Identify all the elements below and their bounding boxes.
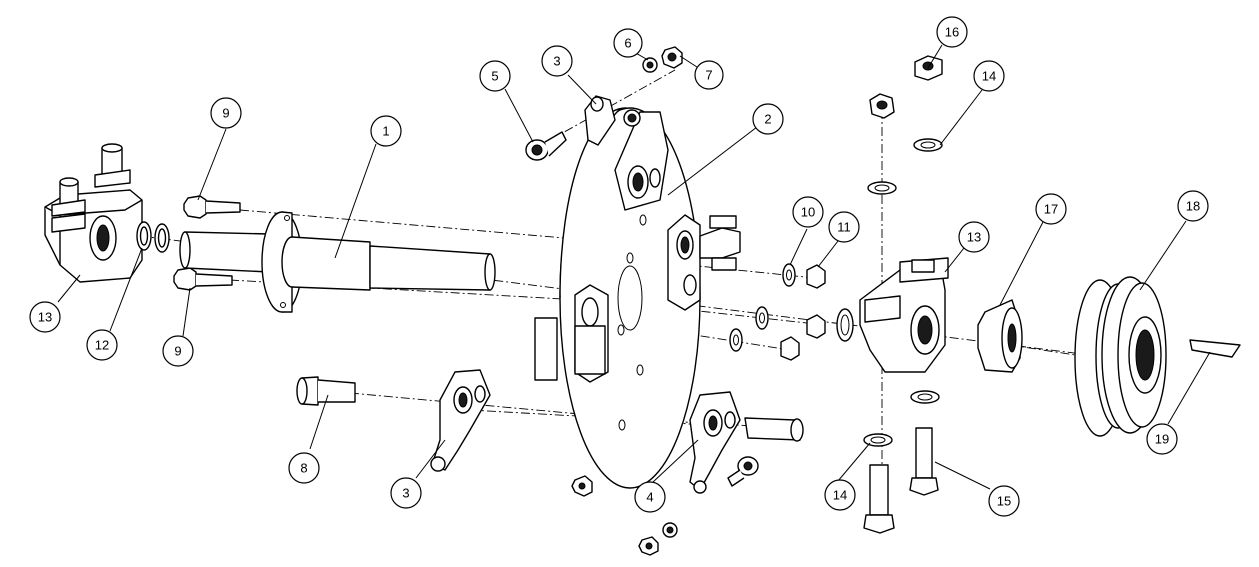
nut-bottom: [638, 536, 659, 556]
washer-top-vertical: [867, 181, 897, 195]
callout-16: 16: [936, 16, 968, 48]
callout-14-lower: 14: [824, 479, 856, 511]
svg-text:7: 7: [705, 68, 712, 83]
axis-upper-bolt: [239, 209, 681, 249]
svg-text:3: 3: [553, 54, 560, 69]
nut-7: [661, 46, 683, 69]
nut-top-vertical: [869, 93, 895, 119]
arm-left-on-disc: [534, 284, 609, 383]
pin-right-of-arm-4: [744, 417, 804, 442]
svg-text:9: 9: [222, 106, 229, 121]
callout-10: 10: [792, 196, 824, 228]
main-disc-plate: [559, 107, 701, 489]
svg-text:19: 19: [1155, 432, 1169, 447]
svg-text:17: 17: [1044, 202, 1058, 217]
callout-14-upper: 14: [973, 60, 1005, 92]
callout-12: 12: [86, 329, 118, 361]
pillow-block-bearing-left: [44, 143, 143, 283]
callout-2: 2: [752, 103, 784, 135]
washer-middle: [755, 306, 769, 330]
svg-text:8: 8: [300, 461, 307, 476]
leader-lines: [57, 44, 1211, 490]
washer-6: [642, 57, 658, 73]
svg-text:14: 14: [982, 69, 996, 84]
callout-6: 6: [613, 28, 643, 58]
callout-11: 11: [828, 211, 860, 243]
callout-5: 5: [479, 60, 511, 92]
taper-lock-collar: [977, 299, 1023, 373]
arm-3-upper: [584, 95, 616, 146]
v-belt-pulley: [1074, 276, 1167, 437]
socket-bolt-5: [525, 131, 567, 161]
washer-bottom: [662, 522, 678, 538]
callout-13-right: 13: [958, 221, 990, 253]
svg-text:15: 15: [997, 494, 1011, 509]
svg-text:12: 12: [95, 338, 109, 353]
washer-10: [782, 263, 796, 287]
callout-8: 8: [288, 452, 320, 484]
shaft-key: [1189, 339, 1241, 358]
svg-text:14: 14: [833, 488, 847, 503]
washer-ring-near-13: [836, 308, 854, 342]
bolt-9-lower: [173, 267, 233, 291]
callout-3-lower: 3: [390, 477, 422, 509]
callout-18: 18: [1177, 190, 1209, 222]
svg-text:16: 16: [945, 25, 959, 40]
axis-arm-lower: [599, 319, 791, 351]
bolt-vertical-long: [863, 464, 895, 534]
axis-bolt-5: [549, 69, 676, 141]
flanged-shaft: [179, 211, 496, 313]
callout-9-upper: 9: [210, 97, 242, 129]
nut-bottom-disc: [571, 475, 593, 497]
callout-19: 19: [1146, 423, 1178, 455]
callout-bubbles: 1 2 3 3 4 5 6 7 8 9 9 10 11 12 13 13 14 …: [29, 16, 1209, 517]
svg-text:9: 9: [174, 344, 181, 359]
bolt-9-upper: [183, 195, 241, 219]
svg-text:10: 10: [801, 205, 815, 220]
washer-lower-right: [910, 390, 940, 404]
svg-text:18: 18: [1186, 199, 1200, 214]
nut-middle: [806, 314, 826, 339]
svg-text:11: 11: [837, 220, 851, 235]
socket-bolt-lower: [727, 456, 759, 487]
svg-text:5: 5: [491, 69, 498, 84]
arm-4: [689, 391, 741, 494]
callout-9-lower: 9: [162, 335, 194, 367]
svg-text:6: 6: [624, 36, 631, 51]
svg-text:13: 13: [967, 230, 981, 245]
arm-top-on-disc: [614, 109, 669, 211]
arm-right-on-disc: [667, 214, 741, 311]
nut-lower: [780, 336, 800, 361]
arm-3-lower: [430, 369, 491, 472]
svg-text:1: 1: [382, 124, 389, 139]
washer-lower: [729, 328, 743, 352]
washer-pair-12: [136, 221, 170, 253]
svg-text:2: 2: [764, 112, 771, 127]
callout-13-left: 13: [29, 301, 61, 333]
nut-11: [806, 264, 826, 289]
callout-1: 1: [370, 115, 402, 147]
callout-7: 7: [694, 60, 724, 90]
callout-17: 17: [1035, 193, 1067, 225]
callout-15: 15: [988, 485, 1020, 517]
bolt-15: [909, 427, 939, 496]
callout-4: 4: [634, 481, 666, 513]
washer-14-lower: [863, 433, 893, 447]
svg-text:3: 3: [402, 486, 409, 501]
svg-text:4: 4: [646, 490, 653, 505]
svg-text:13: 13: [38, 310, 52, 325]
callout-3-upper: 3: [541, 45, 573, 77]
pin-8: [296, 376, 356, 406]
pillow-block-bearing-right: [859, 257, 949, 373]
washer-14-upper: [913, 138, 943, 152]
